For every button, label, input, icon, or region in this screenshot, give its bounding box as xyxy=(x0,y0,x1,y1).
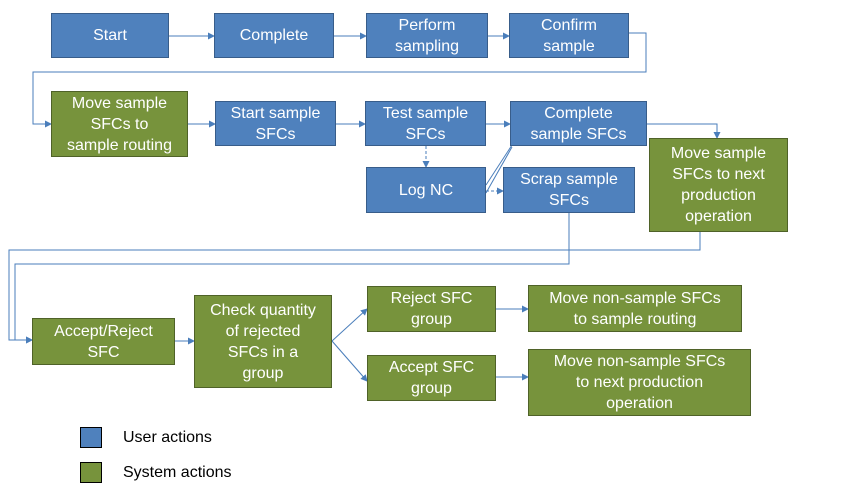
node-complete: Complete xyxy=(214,13,334,58)
legend-system-swatch xyxy=(80,462,102,483)
node-accept-sfc-group-label: Accept SFC group xyxy=(388,359,475,397)
node-complete-sample-sfcs: Complete sample SFCs xyxy=(510,101,647,146)
node-reject-sfc-group-label: Reject SFC group xyxy=(390,290,473,328)
node-complete-sample-sfcs-label: Complete sample SFCs xyxy=(530,104,627,143)
node-accept-reject-sfc-label: Accept/Reject SFC xyxy=(54,322,153,361)
connector-log-nc-to-complete-2 xyxy=(485,146,513,194)
node-move-sample-to-next-op-label: Move sample SFCs to next production oper… xyxy=(670,145,767,225)
node-test-sample-sfcs-label: Test sample SFCs xyxy=(382,104,469,143)
legend-user-label: User actions xyxy=(123,429,212,446)
connector-log-nc-to-complete xyxy=(485,144,513,186)
arrow-scrap-to-accept-reject xyxy=(14,213,570,344)
node-start-label: Start xyxy=(93,27,127,44)
node-move-sample-to-routing: Move sample SFCs to sample routing xyxy=(51,91,188,157)
node-test-sample-sfcs: Test sample SFCs xyxy=(365,101,486,146)
node-scrap-sample-sfcs-label: Scrap sample SFCs xyxy=(520,171,618,209)
node-complete-label: Complete xyxy=(239,27,309,44)
node-check-quantity-label: Check quantity of rejected SFCs in a gro… xyxy=(210,301,316,382)
node-move-nonsample-to-routing-label: Move non-sample SFCs to sample routing xyxy=(549,289,721,328)
arrow-complete-to-move-next-op xyxy=(647,123,721,139)
node-move-nonsample-to-routing: Move non-sample SFCs to sample routing xyxy=(528,285,742,332)
node-confirm-sample: Confirm sample xyxy=(509,13,629,58)
node-start-sample-sfcs-label: Start sample SFCs xyxy=(230,104,321,143)
node-log-nc: Log NC xyxy=(366,167,486,213)
node-move-sample-to-routing-label: Move sample SFCs to sample routing xyxy=(67,94,172,154)
node-confirm-sample-label: Confirm sample xyxy=(540,16,597,55)
node-move-nonsample-to-next-op: Move non-sample SFCs to next production … xyxy=(528,349,751,416)
arrow-check-to-accept-group xyxy=(331,340,368,382)
node-start-sample-sfcs: Start sample SFCs xyxy=(215,101,336,146)
arrow-check-to-reject-group xyxy=(331,308,368,342)
legend-system-label: System actions xyxy=(123,464,232,481)
node-scrap-sample-sfcs: Scrap sample SFCs xyxy=(503,167,635,213)
node-reject-sfc-group: Reject SFC group xyxy=(367,286,496,332)
node-check-quantity: Check quantity of rejected SFCs in a gro… xyxy=(194,295,332,388)
node-accept-reject-sfc: Accept/Reject SFC xyxy=(32,318,175,365)
node-start: Start xyxy=(51,13,169,58)
node-perform-sampling-label: Perform sampling xyxy=(394,16,460,55)
node-log-nc-label: Log NC xyxy=(398,181,454,199)
node-move-nonsample-to-next-op-label: Move non-sample SFCs to next production … xyxy=(553,353,726,412)
node-move-sample-to-next-op: Move sample SFCs to next production oper… xyxy=(649,138,788,232)
legend-user-swatch xyxy=(80,427,102,448)
arrow-confirm-to-move-sample xyxy=(32,32,647,128)
node-perform-sampling: Perform sampling xyxy=(366,13,488,58)
node-accept-sfc-group: Accept SFC group xyxy=(367,355,496,401)
